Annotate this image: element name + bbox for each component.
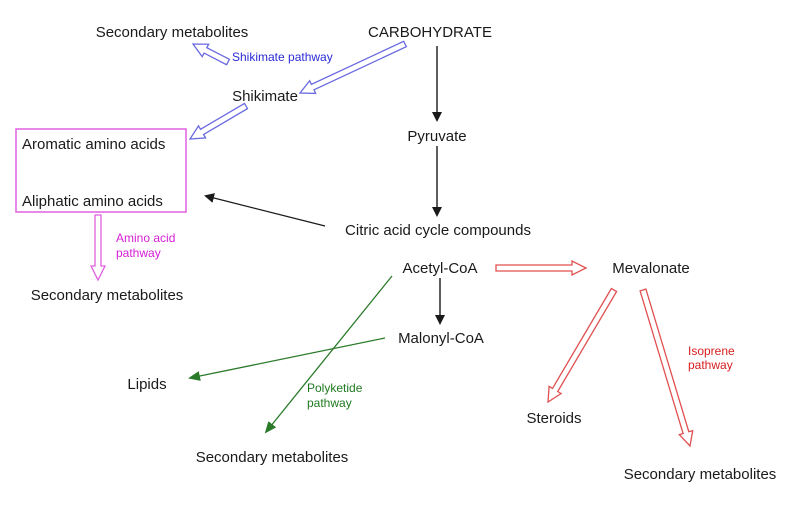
acetyl-to-mevalonate-arrow <box>495 259 588 277</box>
amino-acid-pathway-label-line1: Amino acid <box>116 231 175 245</box>
shikimate-pathway-label: Shikimate pathway <box>232 50 333 64</box>
node-acetyl: Acetyl-CoA <box>402 260 477 277</box>
node-secondary-top: Secondary metabolites <box>96 24 249 41</box>
polyketide-pathway-label-line1: Polyketide <box>307 381 363 395</box>
malonyl-to-lipids-arrow <box>188 337 386 381</box>
node-aliphatic: Aliphatic amino acids <box>22 193 163 210</box>
amino-to-secondary-arrow <box>89 214 107 282</box>
citric-to-aliphatic-arrow <box>204 193 326 227</box>
node-aromatic: Aromatic amino acids <box>22 136 165 153</box>
isoprene-pathway-label-line2: pathway <box>688 358 733 372</box>
carbohydrate-to-shikimate-arrow <box>298 40 408 95</box>
shikimate-to-aromatic-arrow <box>188 102 249 140</box>
mevalonate-to-steroids-arrow <box>547 287 618 404</box>
shikimate-to-secondary-arrow <box>191 43 231 66</box>
mevalonate-to-secondary-arrow <box>639 288 694 448</box>
amino-acids-box <box>15 128 187 213</box>
isoprene-pathway-label-line1: Isoprene <box>688 344 735 358</box>
hollow-pathway-arrows <box>89 40 694 448</box>
node-shikimate: Shikimate <box>232 88 298 105</box>
node-steroids: Steroids <box>526 410 581 427</box>
node-mevalonate: Mevalonate <box>612 260 690 277</box>
node-citric: Citric acid cycle compounds <box>345 222 531 239</box>
polyketide-pathway-label-line2: pathway <box>307 396 352 410</box>
node-secondary-left: Secondary metabolites <box>31 287 184 304</box>
node-lipids: Lipids <box>127 376 166 393</box>
node-carbohydrate: CARBOHYDRATE <box>368 24 492 41</box>
node-secondary-right: Secondary metabolites <box>624 466 777 483</box>
node-secondary-bottom: Secondary metabolites <box>196 449 349 466</box>
acetyl-to-secondary-arrow <box>264 275 393 434</box>
amino-acid-pathway-label-line2: pathway <box>116 246 161 260</box>
node-malonyl: Malonyl-CoA <box>398 330 484 347</box>
node-pyruvate: Pyruvate <box>407 128 466 145</box>
